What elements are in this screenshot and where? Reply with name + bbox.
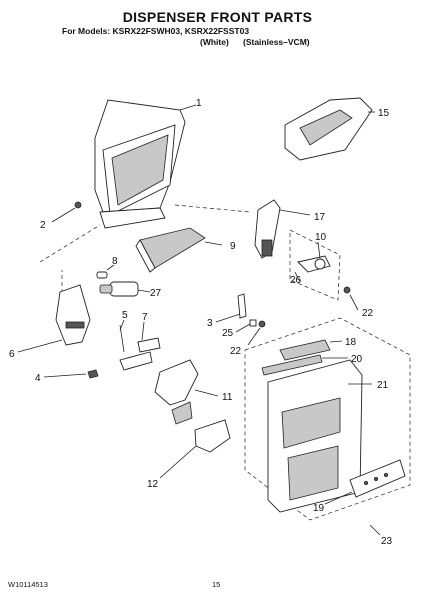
callout-7: 7 (142, 312, 148, 323)
callout-3: 3 (207, 318, 213, 329)
variant-stainless-label: (Stainless–VCM) (243, 37, 310, 47)
part-17-lever (254, 199, 311, 259)
callout-18: 18 (345, 337, 357, 348)
callout-26: 26 (290, 275, 302, 286)
part-10-switch (297, 241, 331, 273)
part-5-spring (119, 319, 125, 353)
part-3-bracket (215, 293, 247, 323)
part-25-spacer (235, 319, 257, 333)
part-23-leader (369, 524, 381, 536)
part-21-door (267, 359, 372, 513)
callout-20: 20 (351, 354, 363, 365)
door-assembly-outline (244, 317, 411, 521)
callout-19: 19 (313, 503, 325, 514)
callout-1: 1 (196, 98, 202, 109)
part-12-cup-guide (159, 419, 231, 479)
page-title: DISPENSER FRONT PARTS (122, 9, 313, 25)
callout-4: 4 (35, 373, 41, 384)
variant-white-label: (White) (200, 37, 229, 47)
part-2-screw (51, 201, 82, 223)
callout-22-b: 22 (230, 346, 242, 357)
callout-17: 17 (314, 212, 326, 223)
callout-2: 2 (40, 220, 46, 231)
part-15-bracket (284, 97, 375, 161)
callout-23: 23 (381, 536, 393, 547)
part-26-spring (294, 271, 301, 283)
callout-8: 8 (112, 256, 118, 267)
callout-5: 5 (122, 310, 128, 321)
models-line: For Models: KSRX22FSWH03, KSRX22FSST03 (62, 26, 250, 36)
callout-11: 11 (222, 392, 233, 403)
part-4-clip (43, 369, 99, 379)
part-11-paddle (154, 359, 219, 425)
part-9-tray (135, 227, 223, 273)
part-6-bracket (17, 284, 91, 353)
part-1-housing (94, 99, 197, 229)
part-27-solenoid (99, 281, 151, 297)
part-22-screw-a (343, 286, 359, 311)
part-18-plate (279, 339, 343, 361)
callout-9: 9 (230, 241, 236, 252)
callout-6: 6 (9, 349, 15, 360)
callout-25: 25 (222, 328, 234, 339)
callout-12: 12 (147, 479, 159, 490)
part-7-lever (119, 321, 161, 371)
part-22-screw-b (247, 320, 266, 346)
part-19-panel (324, 459, 406, 505)
callout-22-a: 22 (362, 308, 374, 319)
part-8-pin (96, 264, 115, 279)
callout-21: 21 (377, 380, 389, 391)
callout-10: 10 (315, 232, 327, 243)
part-20-strip (261, 354, 348, 376)
callout-27: 27 (150, 288, 162, 299)
page-number: 15 (212, 580, 221, 589)
document-code: W10114513 (8, 580, 48, 589)
callout-15: 15 (378, 108, 390, 119)
